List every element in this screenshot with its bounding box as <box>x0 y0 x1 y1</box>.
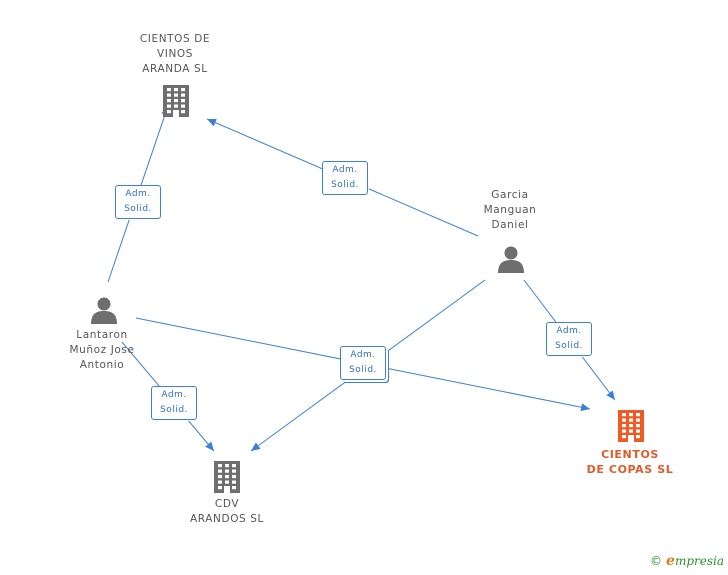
node-label-line: CIENTOS DE <box>139 33 211 45</box>
edge-label-shared-copas-cdv[interactable]: Adm. Solid. <box>340 346 386 380</box>
node-label-line: CIENTOS <box>601 448 659 461</box>
edge-label-line: Solid. <box>349 365 377 375</box>
edge-label-garcia-vinos[interactable]: Adm. Solid. <box>322 161 368 195</box>
node-label-line: Manguan <box>483 204 537 216</box>
edge-label-garcia-copas[interactable]: Adm. Solid. <box>546 322 592 356</box>
node-label-line: Antonio <box>79 359 125 371</box>
node-label-line: DE COPAS SL <box>586 463 674 476</box>
node-label-cdv[interactable]: CDV ARANDOS SL <box>190 497 264 527</box>
node-label-line: Muñoz Jose <box>69 344 135 356</box>
person-lantaron-person-icon[interactable] <box>90 296 118 328</box>
node-label-line: ARANDOS SL <box>190 513 264 525</box>
node-label-line: CDV <box>214 498 240 510</box>
edge-label-line: Adm. <box>350 350 376 360</box>
edge-label-line: Adm. <box>556 326 582 336</box>
brand-logo[interactable]: ©empresia <box>650 553 724 569</box>
company-vinos-building-icon[interactable] <box>162 84 190 122</box>
node-label-copas[interactable]: CIENTOS DE COPAS SL <box>587 447 674 477</box>
brand-letter: e <box>666 553 675 569</box>
node-label-line: Lantaron <box>76 329 128 341</box>
edge-label-line: Solid. <box>331 180 359 190</box>
copyright-icon: © <box>650 554 663 568</box>
edge-label-line: Solid. <box>124 204 152 214</box>
node-label-line: Garcia <box>491 189 529 201</box>
edge-label-line: Adm. <box>161 390 187 400</box>
edge-label-line: Solid. <box>160 405 188 415</box>
edge-label-lantaron-vinos[interactable]: Adm. Solid. <box>115 185 161 219</box>
brand-name: mpresia <box>674 554 724 568</box>
node-label-vinos[interactable]: CIENTOS DE VINOS ARANDA SL <box>140 32 210 77</box>
node-label-lantaron[interactable]: Lantaron Muñoz Jose Antonio <box>69 328 134 373</box>
edge-label-line: Adm. <box>332 165 358 175</box>
edge-label-line: Adm. <box>125 189 151 199</box>
node-label-line: Daniel <box>491 219 529 231</box>
edge-label-lantaron-cdv[interactable]: Adm. Solid. <box>151 386 197 420</box>
node-label-line: ARANDA SL <box>142 63 208 75</box>
company-copas-building-icon[interactable] <box>617 409 645 447</box>
node-label-line: VINOS <box>156 48 194 60</box>
person-garcia-person-icon[interactable] <box>497 245 525 277</box>
edge-label-line: Solid. <box>555 341 583 351</box>
company-cdv-building-icon[interactable] <box>213 460 241 498</box>
node-label-garcia[interactable]: Garcia Manguan Daniel <box>484 188 537 233</box>
